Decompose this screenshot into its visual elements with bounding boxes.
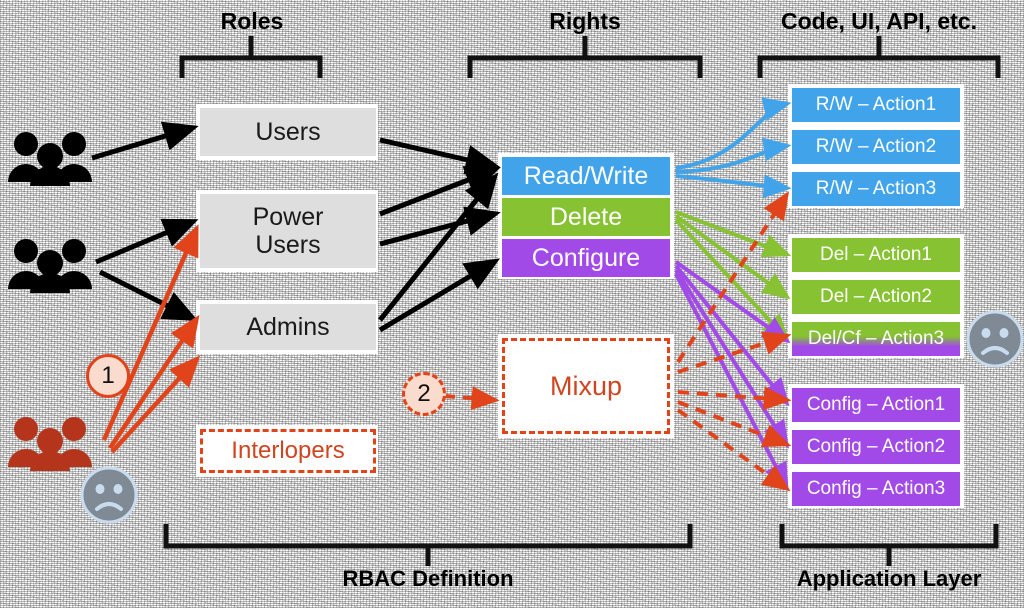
action-box-delcf-action3[interactable]: Del/Cf – Action3 [792, 322, 960, 356]
action-box-rw-action2[interactable]: R/W – Action2 [792, 130, 960, 164]
bottom-brackets [163, 524, 999, 566]
footer-rbac-definition-label: RBAC Definition [342, 566, 514, 591]
action-box-del-action1[interactable]: Del – Action1 [792, 238, 960, 272]
sad-face-right-icon [966, 310, 1024, 368]
right-box-read-write[interactable]: Read/Write [502, 157, 670, 195]
sad-face-left-icon [80, 466, 138, 524]
action-box-config-action2[interactable]: Config – Action2 [792, 430, 960, 464]
action-box-rw-action1[interactable]: R/W – Action1 [792, 88, 960, 122]
configure-connectors [674, 260, 791, 491]
delete-connectors [674, 210, 792, 343]
role-connectors [91, 121, 199, 322]
role-box-users[interactable]: Users [200, 108, 376, 156]
action-box-config-action3[interactable]: Config – Action3 [792, 472, 960, 506]
people-group-users-icon [8, 132, 92, 186]
problem-box-mixup[interactable]: Mixup [502, 338, 670, 434]
right-box-configure[interactable]: Configure [502, 239, 670, 277]
action-box-rw-action3[interactable]: R/W – Action3 [792, 172, 960, 206]
people-group-interlopers-icon [8, 417, 92, 471]
role-box-admins[interactable]: Admins [200, 304, 376, 350]
callout-1[interactable]: 1 [86, 354, 130, 398]
role-box-power-users[interactable]: Power Users [200, 194, 376, 268]
role-right-connectors [378, 137, 501, 333]
footer-application-layer-label: Application Layer [796, 566, 982, 591]
header-rights-label: Rights [549, 8, 621, 34]
interloper-connectors [101, 224, 201, 454]
top-brackets [179, 36, 1001, 78]
right-box-delete[interactable]: Delete [502, 198, 670, 236]
action-box-del-action2[interactable]: Del – Action2 [792, 280, 960, 314]
header-roles-label: Roles [220, 8, 284, 34]
callout-2[interactable]: 2 [402, 372, 446, 416]
header-code-ui-api-label: Code, UI, API, etc. [781, 8, 977, 34]
people-group-power-users-icon [8, 239, 92, 293]
action-box-config-action1[interactable]: Config – Action1 [792, 388, 960, 422]
read-write-connectors [675, 97, 792, 199]
role-box-interlopers[interactable]: Interlopers [200, 429, 376, 473]
